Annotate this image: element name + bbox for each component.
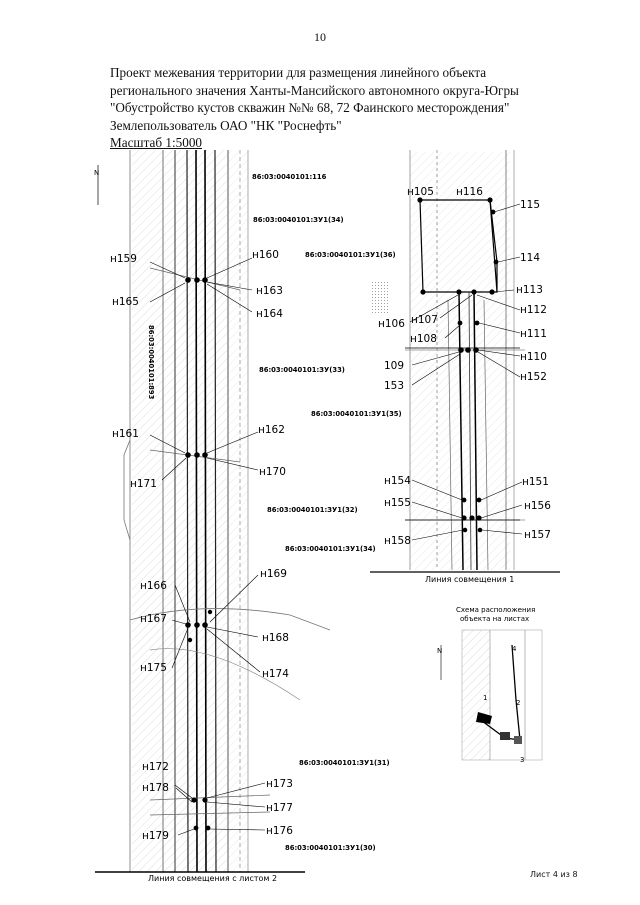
sheet-scheme: Схема расположения объекта на листах N 1… (437, 606, 543, 764)
label-n154: н154 (384, 475, 411, 487)
label-n155: н155 (384, 497, 411, 509)
scale-label: Масштаб 1:5000 (110, 135, 203, 150)
left-map: N н159 н160 н163 н164 н165 н161 н162 н17… (94, 149, 390, 883)
label-n105: н105 (407, 186, 434, 198)
label-n113: н113 (516, 284, 543, 296)
cadastral-zu1-36: 86:03:0040101:ЗУ1(36) (305, 251, 396, 259)
document-header: Проект межевания территории для размещен… (110, 64, 610, 152)
right-map: н105 н116 115 114 н113 н112 н106 н107 н1… (305, 150, 560, 584)
header-line-4: Землепользователь ОАО "НК "Роснефть" (110, 117, 342, 133)
scheme-title-2: объекта на листах (460, 615, 529, 623)
header-line-3: "Обустройство кустов скважин №№ 68, 72 Ф… (110, 100, 510, 115)
label-n116: н116 (456, 186, 483, 198)
north-arrow-scheme: N (437, 647, 442, 655)
label-109: 109 (384, 360, 404, 372)
label-n167: н167 (140, 613, 167, 625)
label-n159: н159 (110, 253, 137, 265)
label-n162: н162 (258, 424, 285, 436)
label-n179: н179 (142, 830, 169, 842)
label-n166: н166 (140, 580, 167, 592)
label-n106: н106 (378, 318, 405, 330)
label-n165: н165 (112, 296, 139, 308)
scheme-sheet-1: 1 (483, 694, 487, 702)
cadastral-zu1-34b: 86:03:0040101:ЗУ1(34) (285, 545, 376, 553)
cadastral-zu1-34: 86:03:0040101:ЗУ1(34) (253, 216, 344, 224)
label-n156: н156 (524, 500, 551, 512)
cadastral-zu1-32: 86:03:0040101:ЗУ1(32) (267, 506, 358, 514)
label-n171: н171 (130, 478, 157, 490)
label-n160: н160 (252, 249, 279, 261)
header-line-1: Проект межевания территории для размещен… (110, 65, 487, 80)
label-115: 115 (520, 199, 540, 211)
label-n173: н173 (266, 778, 293, 790)
label-n161: н161 (112, 428, 139, 440)
label-n157: н157 (524, 529, 551, 541)
sheet-number: Лист 4 из 8 (530, 870, 578, 879)
label-n107: н107 (411, 314, 438, 326)
cadastral-893: 86:03:0040101:893 (147, 325, 155, 400)
cadastral-116: 86:03:0040101:116 (252, 173, 327, 181)
cadastral-zu1-30: 86:03:0040101:ЗУ1(30) (285, 844, 376, 852)
label-n151: н151 (522, 476, 549, 488)
label-n169: н169 (260, 568, 287, 580)
page-number: 10 (314, 30, 326, 44)
right-map-caption: Линия совмещения 1 (425, 575, 514, 584)
scheme-sheet-3: 3 (520, 756, 524, 764)
label-n163: н163 (256, 285, 283, 297)
label-n111: н111 (520, 328, 547, 340)
label-n110: н110 (520, 351, 547, 363)
label-n174: н174 (262, 668, 289, 680)
cadastral-zu-33: 86:03:0040101:ЗУ(33) (259, 366, 345, 374)
label-114: 114 (520, 252, 540, 264)
scheme-sheet-2: 2 (516, 699, 520, 707)
scheme-title-1: Схема расположения (456, 606, 535, 614)
left-map-caption: Линия совмещения с листом 2 (148, 874, 277, 883)
label-153: 153 (384, 380, 404, 392)
label-n108: н108 (410, 333, 437, 345)
label-n158: н158 (384, 535, 411, 547)
label-n175: н175 (140, 662, 167, 674)
label-n178: н178 (142, 782, 169, 794)
label-n164: н164 (256, 308, 283, 320)
label-n168: н168 (262, 632, 289, 644)
label-n172: н172 (142, 761, 169, 773)
label-n152: н152 (520, 371, 547, 383)
label-n177: н177 (266, 802, 293, 814)
scheme-sheet-4: 4 (512, 645, 517, 653)
cadastral-zu1-35: 86:03:0040101:ЗУ1(35) (311, 410, 402, 418)
label-n176: н176 (266, 825, 293, 837)
label-n112: н112 (520, 304, 547, 316)
north-arrow-left: N (94, 169, 99, 177)
cadastral-zu1-31: 86:03:0040101:ЗУ1(31) (299, 759, 390, 767)
label-n170: н170 (259, 466, 286, 478)
header-line-2: регионального значения Ханты-Мансийского… (110, 82, 519, 98)
